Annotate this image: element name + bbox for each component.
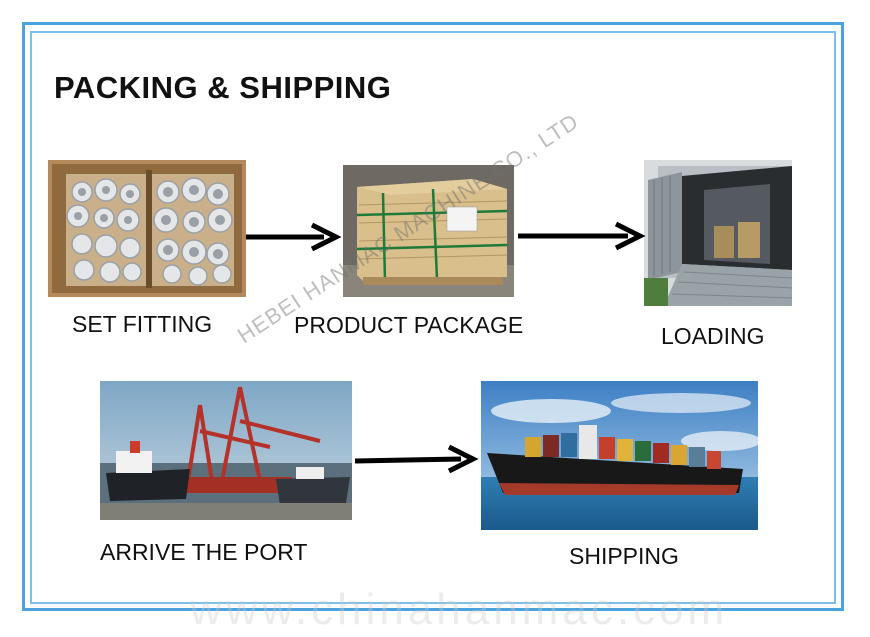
page-title: PACKING & SHIPPING xyxy=(54,70,392,105)
arrow-1-icon xyxy=(246,222,342,252)
caption-set-fitting: SET FITTING xyxy=(72,311,213,337)
shipping-photo xyxy=(481,381,758,530)
outer-border xyxy=(22,22,844,611)
watermark-url: www.chinahanmac.com xyxy=(190,585,729,634)
product-package-photo xyxy=(343,165,514,297)
loading-photo xyxy=(644,160,792,306)
caption-product-package: PRODUCT PACKAGE xyxy=(294,312,524,338)
set-fitting-photo xyxy=(48,160,246,297)
arrow-2-icon xyxy=(518,221,646,251)
caption-loading: LOADING xyxy=(661,323,765,349)
arrow-3-icon xyxy=(354,444,479,474)
arrive-port-photo xyxy=(100,381,352,520)
caption-arrive-port: ARRIVE THE PORT xyxy=(100,539,308,565)
inner-border xyxy=(30,31,836,604)
caption-shipping: SHIPPING xyxy=(569,543,679,569)
